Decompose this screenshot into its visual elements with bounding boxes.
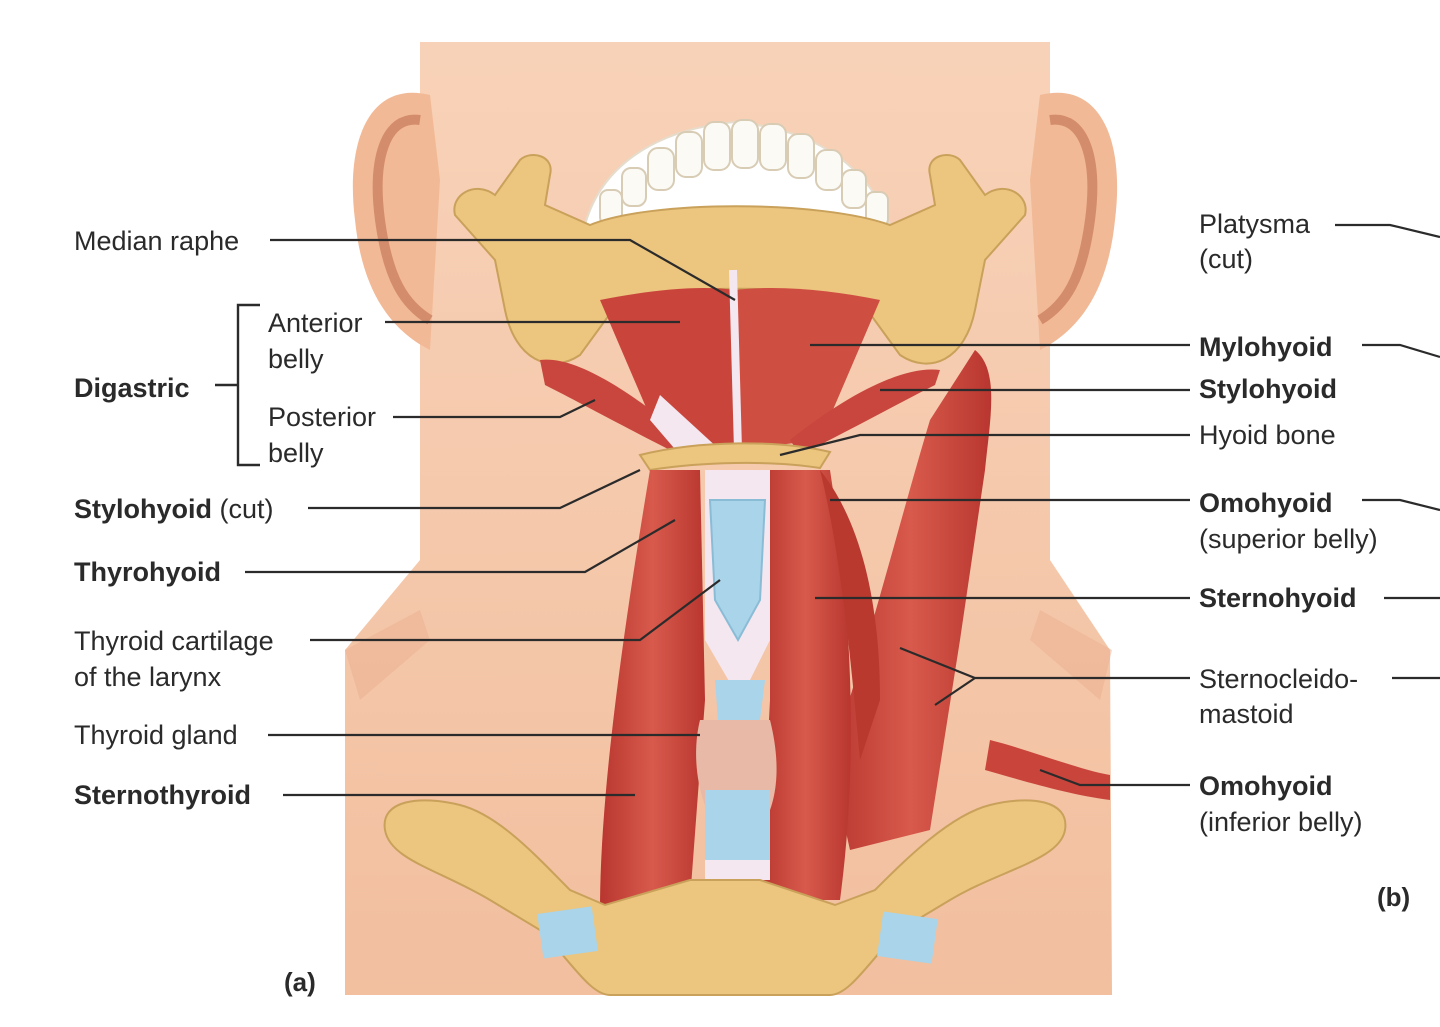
label-omohyoid-superior-line1: Omohyoid: [1199, 488, 1333, 518]
panel-label-a: (a): [284, 967, 316, 997]
label-sternothyroid: Sternothyroid: [74, 780, 252, 810]
label-median-raphe: Median raphe: [74, 226, 240, 256]
label-mylohyoid: Mylohyoid: [1199, 332, 1333, 362]
label-posterior-belly-line2: belly: [268, 438, 324, 468]
hyoid-bone: [638, 442, 832, 472]
clavicles-sternum: [383, 799, 1067, 996]
label-anterior-belly-line2: belly: [268, 344, 324, 374]
label-posterior-belly-line1: Posterior: [268, 402, 377, 432]
mandible: [453, 119, 1027, 365]
digastric-bracket: [215, 303, 260, 467]
panel-label-b: (b): [1377, 882, 1411, 912]
label-stylohyoid-cut: Stylohyoid (cut): [74, 492, 274, 526]
label-thyroid-cartilage-line1: Thyroid cartilage: [74, 626, 274, 656]
label-platysma-line1: Platysma: [1199, 209, 1311, 239]
label-sternohyoid: Sternohyoid: [1199, 583, 1357, 613]
label-platysma-line2: (cut): [1199, 244, 1253, 274]
ear-right: [1030, 92, 1118, 350]
label-stylohyoid-cut-name: Stylohyoid: [74, 494, 213, 524]
label-hyoid-bone: Hyoid bone: [1199, 420, 1336, 450]
label-omohyoid-superior-line2: (superior belly): [1199, 524, 1378, 554]
label-sternocleidomastoid-line1: Sternocleido-: [1199, 664, 1359, 694]
label-sternocleidomastoid-line2: mastoid: [1199, 699, 1294, 729]
ear-left: [352, 92, 440, 350]
label-omohyoid-inferior-line2: (inferior belly): [1199, 807, 1363, 837]
label-stylohyoid-cut-note: (cut): [219, 494, 274, 524]
label-thyroid-cartilage-line2: of the larynx: [74, 662, 222, 692]
label-digastric: Digastric: [74, 373, 190, 403]
label-omohyoid-inferior-line1: Omohyoid: [1199, 771, 1333, 801]
label-thyroid-gland: Thyroid gland: [74, 720, 238, 750]
larynx: [696, 470, 777, 880]
strap-muscles: [600, 470, 880, 910]
leader-lines-right: [779, 223, 1440, 787]
leader-lines-left: [245, 238, 736, 797]
label-stylohyoid: Stylohyoid: [1199, 374, 1338, 404]
label-thyrohyoid: Thyrohyoid: [74, 557, 221, 587]
label-anterior-belly-line1: Anterior: [268, 308, 363, 338]
floor-muscles: [540, 269, 940, 455]
